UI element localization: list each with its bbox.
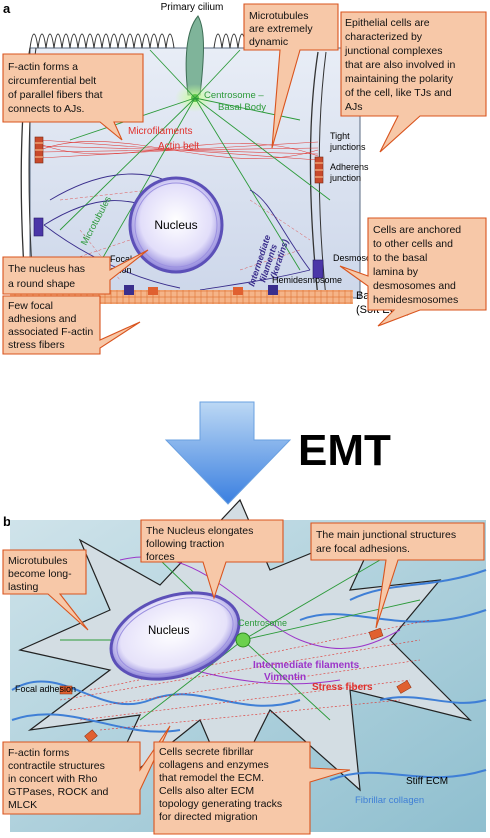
adherens-junction-left bbox=[34, 136, 44, 164]
label-if-b-1: Intermediate filaments bbox=[253, 660, 360, 671]
callout-mt-long: Microtubules become long- lasting bbox=[2, 549, 89, 631]
svg-text:AJs: AJs bbox=[345, 101, 363, 113]
emt-label: EMT bbox=[298, 426, 391, 475]
svg-text:dynamic: dynamic bbox=[249, 36, 288, 48]
svg-text:collagens and enzymes: collagens and enzymes bbox=[159, 759, 269, 771]
svg-text:a round shape: a round shape bbox=[8, 278, 75, 290]
svg-text:topology generating tracks: topology generating tracks bbox=[159, 798, 282, 810]
svg-text:junctional complexes: junctional complexes bbox=[344, 45, 442, 57]
svg-text:Microtubules: Microtubules bbox=[249, 10, 309, 22]
label-stiff-ecm: Stiff ECM bbox=[406, 776, 448, 787]
focal-adhesions-a bbox=[148, 287, 243, 295]
svg-text:are extremely: are extremely bbox=[249, 23, 313, 35]
svg-text:F-actin forms a: F-actin forms a bbox=[8, 61, 78, 73]
callout-factin-belt: F-actin forms a circumferential belt of … bbox=[2, 53, 144, 141]
svg-text:The nucleus has: The nucleus has bbox=[8, 263, 85, 275]
emt-arrow bbox=[164, 401, 292, 505]
svg-text:lasting: lasting bbox=[8, 581, 39, 593]
panel-a-letter: a bbox=[3, 1, 11, 16]
svg-text:in concert with Rho: in concert with Rho bbox=[8, 773, 97, 785]
label-fibrillar-collagen: Fibrillar collagen bbox=[355, 795, 424, 806]
svg-text:GTPases, ROCK and: GTPases, ROCK and bbox=[8, 786, 109, 798]
callout-nucleus-elongates: The Nucleus elongates following traction… bbox=[140, 519, 284, 600]
label-nucleus-a: Nucleus bbox=[154, 218, 197, 232]
svg-text:The Nucleus elongates: The Nucleus elongates bbox=[146, 525, 253, 537]
svg-text:contractile structures: contractile structures bbox=[8, 760, 105, 772]
desmosome-left bbox=[33, 217, 44, 237]
label-hemidesmosome: Hemidesmosome bbox=[272, 275, 342, 285]
centrosome-b bbox=[235, 632, 251, 648]
svg-text:stress fibers: stress fibers bbox=[8, 339, 65, 351]
adherens-junction-right bbox=[314, 156, 324, 184]
label-if-b-2: Vimentin bbox=[264, 672, 306, 683]
callout-secrete: Cells secrete fibrillar collagens and en… bbox=[153, 741, 351, 835]
svg-text:Microtubules: Microtubules bbox=[8, 555, 68, 567]
label-primary-cilium: Primary cilium bbox=[161, 2, 224, 13]
svg-text:Cells also alter ECM: Cells also alter ECM bbox=[159, 785, 254, 797]
callout-epithelial: Epithelial cells are characterized by ju… bbox=[340, 11, 487, 153]
svg-text:of the cell, like TJs and: of the cell, like TJs and bbox=[345, 87, 452, 99]
label-adherens-2: junction bbox=[329, 173, 361, 183]
label-centrosome: Centrosome – bbox=[204, 90, 264, 101]
svg-text:F-actin forms: F-actin forms bbox=[8, 747, 69, 759]
callout-microtubules-dynamic: Microtubules are extremely dynamic bbox=[243, 3, 339, 149]
svg-text:Epithelial cells are: Epithelial cells are bbox=[345, 17, 430, 29]
svg-text:connects to AJs.: connects to AJs. bbox=[8, 103, 84, 115]
svg-text:lamina by: lamina by bbox=[373, 266, 419, 278]
focal-adhesions-b bbox=[59, 627, 412, 743]
nucleus-a bbox=[128, 176, 224, 274]
svg-text:that are also involved in: that are also involved in bbox=[345, 59, 455, 71]
label-tight-junctions-1: Tight bbox=[330, 131, 350, 141]
callout-junctional: The main junctional structures are focal… bbox=[310, 522, 485, 629]
svg-text:associated F-actin: associated F-actin bbox=[8, 326, 93, 338]
svg-text:are focal adhesions.: are focal adhesions. bbox=[316, 543, 410, 555]
svg-text:MLCK: MLCK bbox=[8, 799, 37, 811]
label-centrosome-b: Centrosome bbox=[238, 618, 287, 628]
label-focal-adhesion-b: Focal adhesion bbox=[15, 684, 76, 694]
label-nucleus-b: Nucleus bbox=[148, 625, 190, 637]
svg-text:that remodel the ECM.: that remodel the ECM. bbox=[159, 772, 264, 784]
actin-belt-a bbox=[39, 139, 319, 161]
svg-text:following traction: following traction bbox=[146, 538, 224, 550]
label-desmosome: Desmosome bbox=[333, 253, 384, 263]
svg-text:Few focal: Few focal bbox=[8, 300, 53, 312]
svg-text:to the basal: to the basal bbox=[373, 252, 427, 264]
callout-nucleus-round: The nucleus has a round shape bbox=[2, 249, 149, 295]
callout-focal-few: Few focal adhesions and associated F-act… bbox=[2, 295, 141, 355]
svg-text:characterized by: characterized by bbox=[345, 31, 423, 43]
svg-text:The main junctional structures: The main junctional structures bbox=[316, 529, 456, 541]
svg-text:forces: forces bbox=[146, 551, 175, 563]
label-basal-body: Basal Body bbox=[218, 102, 266, 113]
label-adherens-1: Adherens bbox=[330, 162, 369, 172]
svg-text:hemidesmosomes: hemidesmosomes bbox=[373, 294, 458, 306]
label-stress-fibers: Stress fibers bbox=[312, 682, 373, 693]
fibrillar-collagen bbox=[11, 569, 487, 794]
svg-text:to other cells and: to other cells and bbox=[373, 238, 453, 250]
label-tight-junctions-2: junctions bbox=[329, 142, 366, 152]
svg-text:adhesions and: adhesions and bbox=[8, 313, 76, 325]
nucleus-b bbox=[109, 591, 241, 681]
hemidesmosomes bbox=[124, 285, 278, 295]
desmosome-right bbox=[312, 259, 324, 279]
svg-text:of parallel fibers that: of parallel fibers that bbox=[8, 89, 103, 101]
callout-anchored: Cells are anchored to other cells and to… bbox=[339, 217, 487, 327]
callout-factin-contractile: F-actin forms contractile structures in … bbox=[2, 725, 171, 815]
svg-text:circumferential belt: circumferential belt bbox=[8, 75, 96, 87]
label-focal-1: Focal bbox=[110, 254, 132, 264]
panel-b-letter: b bbox=[3, 514, 11, 529]
svg-text:Cells secrete fibrillar: Cells secrete fibrillar bbox=[159, 746, 254, 758]
svg-text:for directed migration: for directed migration bbox=[159, 811, 258, 823]
svg-text:Cells are anchored: Cells are anchored bbox=[373, 224, 461, 236]
label-actin-belt: Actin belt bbox=[158, 141, 199, 152]
svg-text:become long-: become long- bbox=[8, 568, 72, 580]
svg-text:maintaining the polarity: maintaining the polarity bbox=[345, 73, 454, 85]
label-microfilaments: Microfilaments bbox=[128, 126, 192, 137]
primary-cilium bbox=[185, 15, 204, 96]
svg-text:desmosomes and: desmosomes and bbox=[373, 280, 456, 292]
